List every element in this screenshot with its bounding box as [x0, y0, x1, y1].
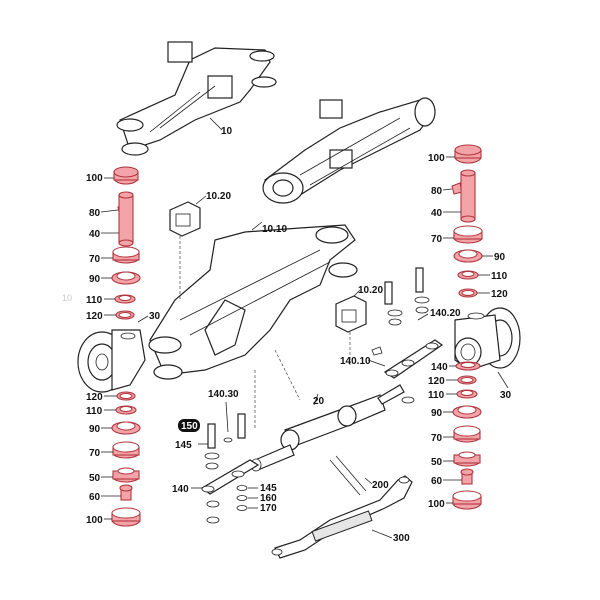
- label-100-top-right: 100: [428, 153, 445, 164]
- drag-link-300: [271, 475, 413, 559]
- label-120-bottom-left: 120: [86, 392, 103, 403]
- label-90-mid-right: 90: [431, 408, 443, 419]
- steering-arm-left: [200, 413, 260, 524]
- label-140: 140: [172, 484, 189, 495]
- label-80-right: 80: [431, 186, 443, 197]
- label-70-mid-right: 70: [431, 433, 443, 444]
- label-40-right: 40: [431, 208, 443, 219]
- label-10-10: 10.10: [262, 224, 287, 235]
- label-120-mid-right: 120: [428, 376, 445, 387]
- label-120-top-right: 120: [491, 289, 508, 300]
- label-10-20-left: 10.20: [206, 191, 231, 202]
- label-140-10: 140.10: [340, 356, 371, 367]
- axle-housing-top: [116, 41, 277, 156]
- label-50-right: 50: [431, 457, 443, 468]
- label-10-20-right: 10.20: [358, 285, 383, 296]
- label-100-top-left: 100: [86, 173, 103, 184]
- bracket-left: [169, 201, 201, 237]
- cylinder-assembly: [250, 384, 405, 496]
- label-110-top-left: 110: [86, 295, 103, 306]
- label-90-top-left: 90: [89, 274, 101, 285]
- label-110-top-right: 110: [491, 271, 508, 282]
- label-120-top-left: 120: [86, 311, 103, 322]
- label-80-left: 80: [89, 208, 101, 219]
- label-90-bottom-left: 90: [89, 424, 101, 435]
- label-100-bottom-left: 100: [86, 515, 103, 526]
- label-140-20: 140.20: [430, 308, 461, 319]
- label-110-bottom-left: 110: [86, 406, 103, 417]
- label-145-b: 145: [260, 483, 277, 494]
- left-kingpin-stack: [111, 166, 141, 320]
- assembled-axle-view: [262, 97, 436, 204]
- right-lower-stack: [452, 361, 482, 510]
- label-110-mid-right: 110: [428, 390, 445, 401]
- label-70-bottom-left: 70: [89, 448, 101, 459]
- hub-left: [77, 329, 146, 393]
- label-70-top-right: 70: [431, 234, 443, 245]
- label-90-top-right: 90: [494, 252, 506, 263]
- label-30-right: 30: [500, 390, 512, 401]
- center-housing: [148, 224, 358, 380]
- right-kingpin-stack: [451, 144, 483, 298]
- tie-rod-right: [371, 267, 444, 404]
- label-70-top-left: 70: [89, 254, 101, 265]
- label-160: 160: [260, 493, 277, 504]
- label-10: 10: [221, 126, 233, 137]
- faded-edge-mark: 10: [62, 293, 72, 303]
- label-30-left: 30: [149, 311, 161, 322]
- label-50-left: 50: [89, 473, 101, 484]
- label-140-30: 140.30: [208, 389, 239, 400]
- label-145-a: 145: [175, 440, 192, 451]
- label-170: 170: [260, 503, 277, 514]
- label-40-left: 40: [89, 229, 101, 240]
- label-140-right: 140: [431, 362, 448, 373]
- bracket-right: [335, 295, 367, 333]
- label-60-left: 60: [89, 492, 101, 503]
- label-60-right: 60: [431, 476, 443, 487]
- label-100-bottom-right: 100: [428, 499, 445, 510]
- left-lower-stack: [111, 391, 141, 527]
- hub-right: [454, 307, 521, 371]
- label-200: 200: [372, 480, 389, 491]
- callout-badge-150: [178, 419, 200, 432]
- label-300: 300: [393, 533, 410, 544]
- label-20: 20: [313, 396, 325, 407]
- label-150: 150: [181, 421, 198, 432]
